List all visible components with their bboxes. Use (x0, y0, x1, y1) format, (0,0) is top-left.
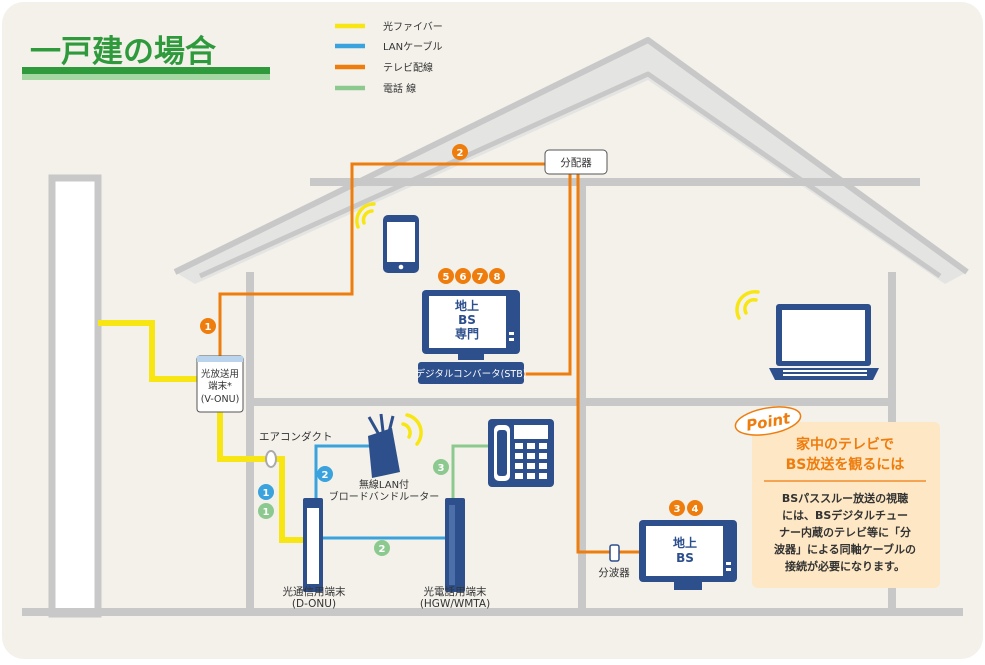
point-heading-1: 家中のテレビで (796, 436, 894, 453)
router-label-1: 無線LAN付 (359, 478, 409, 491)
router-label-2: ブロードバンドルーター (329, 490, 440, 503)
svg-text:BS: BS (458, 313, 476, 327)
svg-text:(V-ONU): (V-ONU) (201, 394, 240, 405)
hgw-label-2: (HGW/WMTA) (420, 598, 490, 610)
svg-text:7: 7 (477, 272, 484, 283)
badge-5 (438, 268, 454, 284)
svg-text:専門: 専門 (455, 326, 479, 341)
legend-label-phone: 電話 線 (383, 82, 416, 95)
point-body-1: BSパススルー放送の視聴 (782, 491, 908, 505)
legend-label-fiber: 光ファイバー (383, 20, 443, 33)
svg-text:6: 6 (460, 272, 467, 283)
utility-pole (48, 174, 102, 618)
point-heading-2: BS放送を観るには (786, 456, 905, 473)
badge-6 (455, 268, 471, 284)
wave-splitter: 分波器 (598, 544, 630, 579)
page-title: 一戸建の場合 (30, 34, 216, 70)
svg-text:1: 1 (263, 488, 270, 499)
wifi-icon-router (401, 413, 423, 446)
point-body-4: 波器」による同軸ケーブルの (774, 542, 916, 556)
svg-text:8: 8 (494, 272, 501, 283)
legend: 光ファイバー LANケーブル テレビ配線 電話 線 (335, 20, 443, 95)
badge-8 (489, 268, 505, 284)
svg-text:1: 1 (205, 322, 212, 333)
tv-living-room: 地上 BS 専門 (422, 290, 520, 360)
point-body-2: には、BSデジタルチュー (782, 508, 908, 522)
wifi-icon-laptop (735, 290, 760, 320)
donu-label-1: 光通信用端末 (283, 585, 346, 598)
legend-label-tv: テレビ配線 (383, 61, 433, 74)
smartphone-icon (383, 215, 419, 273)
svg-text:BS: BS (676, 551, 694, 565)
router-icon (367, 413, 400, 478)
badge-3-tv (669, 500, 685, 516)
badge-2-tv (452, 144, 468, 160)
svg-text:端末*: 端末* (208, 380, 232, 392)
fiber-cable-to-vonu (98, 320, 200, 382)
badge-2-phone (374, 540, 390, 556)
svg-text:5: 5 (443, 272, 450, 283)
cables (98, 162, 650, 554)
svg-text:4: 4 (692, 504, 699, 515)
vonu-terminal: 光放送用 端末* (V-ONU) (196, 355, 244, 413)
stb-label: デジタルコンバータ(STB) (416, 368, 527, 380)
badge-1-lan (258, 484, 274, 500)
splitter-top-label: 分配器 (560, 157, 592, 169)
badge-4-tv (687, 500, 703, 516)
point-tag-bubble (734, 406, 802, 436)
point-body-3: ナー内蔵のテレビ等に「分 (779, 525, 911, 539)
wave-splitter-label: 分波器 (598, 566, 630, 579)
tv-bedroom: 地上 BS (639, 520, 737, 590)
title-underline (22, 67, 270, 74)
air-duct-label: エアコンダクト (259, 430, 333, 443)
wifi-icon-smartphone (355, 202, 376, 229)
svg-text:3: 3 (438, 463, 445, 474)
svg-text:2: 2 (379, 544, 386, 555)
phone-cable-hgw-to-telephone (451, 444, 488, 502)
svg-text:1: 1 (263, 507, 270, 518)
legend-label-lan: LANケーブル (383, 40, 443, 53)
badge-1-tv (200, 318, 216, 334)
splitter-top: 分配器 (544, 149, 608, 175)
svg-text:地上: 地上 (455, 298, 479, 313)
badge-2-lan-router (317, 466, 333, 482)
laptop-icon (769, 304, 879, 380)
badge-3-phone (433, 459, 449, 475)
air-duct: エアコンダクト (259, 430, 333, 468)
donu-terminal (303, 498, 323, 592)
point-callout: Point 家中のテレビで BS放送を観るには BSパススルー放送の視聴 には、… (734, 406, 940, 588)
roof-inner (198, 71, 942, 279)
hgw-terminal (445, 498, 465, 592)
hgw-label-1: 光電話用端末 (424, 585, 487, 598)
svg-text:光放送用: 光放送用 (201, 368, 239, 380)
fiber-cable-to-donu (217, 410, 304, 543)
tv-cable-splitter-to-stb (520, 173, 572, 376)
svg-text:地上: 地上 (673, 535, 697, 550)
roof-outer (173, 37, 969, 275)
lan-cable-donu-to-router (314, 444, 370, 505)
svg-text:3: 3 (674, 504, 681, 515)
svg-text:2: 2 (322, 470, 329, 481)
stb-box: デジタルコンバータ(STB) (416, 362, 527, 384)
point-body-5: 接続が必要になります。 (785, 559, 905, 573)
point-box (752, 422, 940, 588)
telephone-icon (488, 419, 554, 487)
badge-1-phone (258, 503, 274, 519)
number-badges: 1 2 5 6 7 8 2 1 1 2 3 3 4 (200, 144, 703, 556)
tv-cable-vonu-to-splitter (218, 162, 545, 356)
badge-7 (472, 268, 488, 284)
svg-text:2: 2 (457, 148, 464, 159)
tv-cable-splitter-to-wave-splitter (576, 173, 612, 554)
donu-label-2: (D-ONU) (292, 598, 336, 610)
